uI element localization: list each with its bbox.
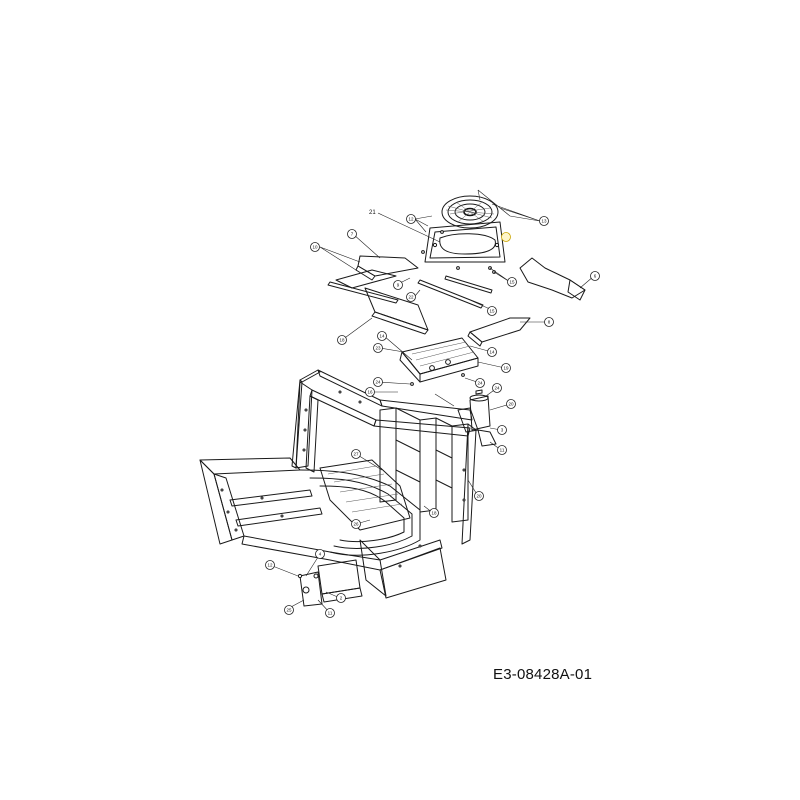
svg-text:22: 22 xyxy=(408,295,414,300)
callout-7: 7 xyxy=(347,229,357,239)
callout-23: 23 xyxy=(373,343,383,353)
callout-14-left: 14 xyxy=(377,331,387,341)
callout-highlighted xyxy=(501,232,511,242)
svg-text:24: 24 xyxy=(375,380,381,385)
svg-text:27: 27 xyxy=(353,452,359,457)
callout-4: 4 xyxy=(315,549,325,559)
label-21: 21 xyxy=(369,210,376,216)
seal-strips xyxy=(417,275,493,309)
callouts: 12 13 10 7 9 15 22 15 18 6 8 14 23 14 19… xyxy=(265,210,600,618)
svg-text:16: 16 xyxy=(367,390,373,395)
svg-text:20: 20 xyxy=(476,494,482,499)
radiator-tray xyxy=(399,337,479,386)
callout-25: 25 xyxy=(284,605,294,615)
right-deflector xyxy=(519,257,586,301)
callout-24-c: 24 xyxy=(492,383,502,393)
svg-text:10: 10 xyxy=(312,245,318,250)
callout-10: 10 xyxy=(310,242,320,252)
svg-text:14: 14 xyxy=(379,334,385,339)
callout-11-lower: 11 xyxy=(325,608,335,618)
fan-assembly xyxy=(421,195,506,274)
callout-2: 2 xyxy=(336,593,346,603)
callout-26: 26 xyxy=(351,519,361,529)
svg-text:12: 12 xyxy=(267,563,273,568)
svg-text:12: 12 xyxy=(408,217,414,222)
svg-text:24: 24 xyxy=(477,381,483,386)
callout-16: 16 xyxy=(365,387,375,397)
svg-text:13: 13 xyxy=(541,219,547,224)
callout-18-lower: 18 xyxy=(429,508,439,518)
svg-text:8: 8 xyxy=(548,320,551,325)
callout-3: 3 xyxy=(497,425,507,435)
svg-text:3: 3 xyxy=(501,428,504,433)
callout-22: 22 xyxy=(406,292,416,302)
callout-8: 8 xyxy=(544,317,554,327)
callout-24-b: 24 xyxy=(475,378,485,388)
chassis-frame xyxy=(199,369,479,607)
callout-12-lower: 12 xyxy=(265,560,275,570)
svg-text:2: 2 xyxy=(340,596,343,601)
frame-bolt-holes xyxy=(220,390,466,568)
callout-13: 13 xyxy=(539,216,549,226)
callout-11-upper: 11 xyxy=(497,445,507,455)
callout-15-upper: 15 xyxy=(507,277,517,287)
svg-text:11: 11 xyxy=(500,448,505,453)
svg-text:18: 18 xyxy=(339,338,345,343)
callout-9: 9 xyxy=(393,280,403,290)
svg-text:6: 6 xyxy=(594,274,597,279)
callout-19: 19 xyxy=(501,363,511,373)
svg-text:25: 25 xyxy=(286,608,292,613)
callout-6: 6 xyxy=(590,271,600,281)
svg-text:11: 11 xyxy=(328,611,333,616)
svg-text:19: 19 xyxy=(503,366,509,371)
svg-text:4: 4 xyxy=(319,552,322,557)
callout-27: 27 xyxy=(351,449,361,459)
callout-18: 18 xyxy=(337,335,347,345)
svg-text:7: 7 xyxy=(351,232,354,237)
svg-text:14: 14 xyxy=(489,350,495,355)
callout-24-a: 24 xyxy=(373,377,383,387)
left-shroud-panels xyxy=(327,255,429,335)
callout-15-lower: 15 xyxy=(487,306,497,316)
svg-text:15: 15 xyxy=(509,280,515,285)
svg-text:26: 26 xyxy=(353,522,359,527)
svg-text:18: 18 xyxy=(431,511,437,516)
deflector-plate xyxy=(467,317,531,347)
callout-20-lower: 20 xyxy=(474,491,484,501)
callout-14-right: 14 xyxy=(487,347,497,357)
callout-12: 12 xyxy=(406,214,416,224)
svg-text:9: 9 xyxy=(397,283,400,288)
svg-text:20: 20 xyxy=(508,402,514,407)
svg-text:15: 15 xyxy=(489,309,495,314)
callout-20-upper: 20 xyxy=(506,399,516,409)
svg-text:23: 23 xyxy=(375,346,381,351)
svg-text:24: 24 xyxy=(494,386,500,391)
drawing-code: E3-08428A-01 xyxy=(493,666,593,683)
